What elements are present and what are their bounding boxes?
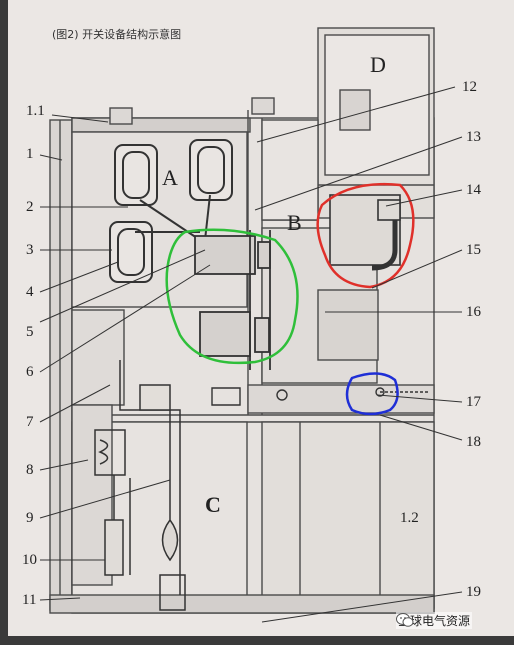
callout-14: 14 <box>466 182 482 198</box>
callout-1-1: 1.1 <box>26 103 45 119</box>
callout-8: 8 <box>26 462 34 478</box>
red-annotation-circle <box>316 182 415 289</box>
callout-17: 17 <box>466 394 482 410</box>
callout-4: 4 <box>26 284 34 300</box>
wechat-logo-icon <box>396 613 414 627</box>
callout-2: 2 <box>26 199 34 215</box>
callout-11: 11 <box>22 592 36 608</box>
blue-annotation-circle <box>345 372 399 416</box>
callout-12: 12 <box>462 79 477 95</box>
callout-6: 6 <box>26 364 34 380</box>
watermark: 全球电气资源 <box>396 612 473 629</box>
callout-10: 10 <box>22 552 37 568</box>
section-label-a: A <box>162 165 178 190</box>
callout-15: 15 <box>466 242 481 258</box>
callout-19: 19 <box>466 584 481 600</box>
section-label-b: B <box>287 210 302 235</box>
green-annotation-circle <box>165 228 299 365</box>
watermark-text: 全球电气资源 <box>396 612 473 629</box>
callout-13: 13 <box>466 129 481 145</box>
callout-1: 1 <box>26 146 34 162</box>
callout-18: 18 <box>466 434 481 450</box>
callout-3: 3 <box>26 242 34 258</box>
callout-5: 5 <box>26 324 34 340</box>
callout-1-2: 1.2 <box>400 510 419 526</box>
callout-9: 9 <box>26 510 34 526</box>
callout-16: 16 <box>466 304 482 320</box>
section-label-c: C <box>205 492 221 517</box>
section-label-d: D <box>370 52 386 77</box>
diagram-caption: (图2) 开关设备结构示意图 <box>52 27 181 41</box>
callout-7: 7 <box>26 414 34 430</box>
